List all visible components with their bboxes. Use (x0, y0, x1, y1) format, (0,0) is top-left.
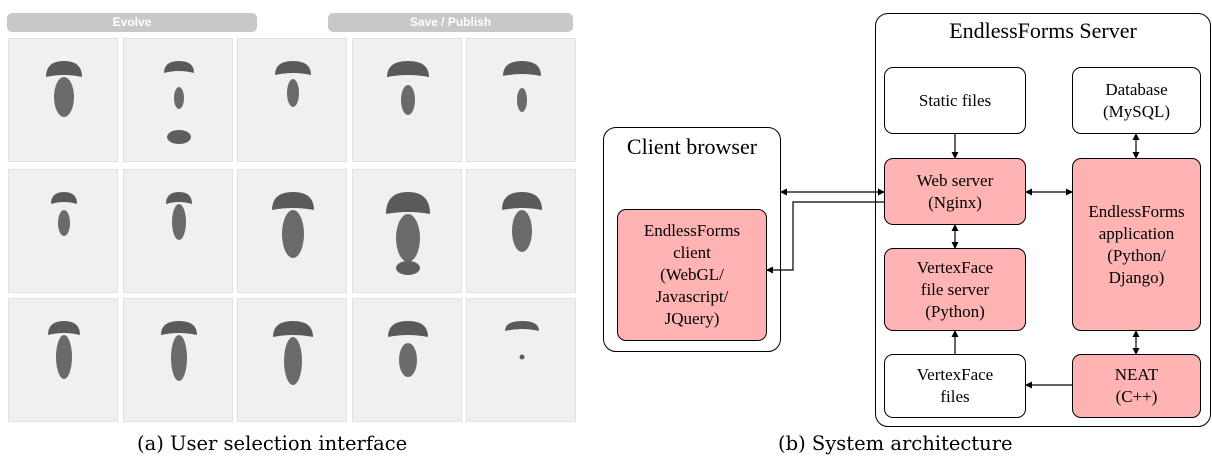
mushroom-render (387, 61, 429, 115)
candidate-cell[interactable] (466, 38, 576, 162)
mushroom-stem (399, 343, 417, 377)
candidate-cell[interactable] (237, 298, 347, 422)
mushroom-stem (174, 87, 184, 109)
candidate-cell[interactable] (352, 38, 462, 162)
candidate-cell[interactable] (123, 38, 233, 162)
candidate-cell[interactable] (352, 169, 462, 293)
endlessforms-application-box: EndlessForms application (Python/ Django… (1072, 158, 1201, 331)
mushroom-render (275, 61, 311, 107)
mushroom-render (388, 321, 428, 377)
mushroom-stem (54, 77, 74, 117)
mushroom-cap (161, 321, 197, 335)
arrow-webserver-client (766, 201, 884, 274)
static-files-box: Static files (884, 67, 1026, 134)
candidate-cell[interactable] (237, 38, 347, 162)
database-box: Database (MySQL) (1072, 67, 1201, 134)
mushroom-cap (272, 192, 314, 210)
mushroom-cap (388, 321, 428, 337)
candidate-cell[interactable] (8, 298, 118, 422)
mushroom-fragment (519, 354, 525, 360)
mushroom-fragment (396, 261, 420, 275)
mushroom-stem (512, 210, 532, 252)
mushroom-stem (284, 337, 302, 385)
candidate-cell[interactable] (123, 298, 233, 422)
neat-box: NEAT (C++) (1072, 354, 1201, 418)
mushroom-cap (505, 321, 539, 331)
mushroom-render (272, 192, 314, 258)
candidate-cell[interactable] (123, 169, 233, 293)
candidate-cell[interactable] (8, 38, 118, 162)
mushroom-cap (386, 192, 430, 214)
mushroom-stem (172, 204, 186, 240)
caption-b: (b) System architecture (778, 432, 1013, 455)
mushroom-cap (502, 192, 542, 210)
save-publish-button[interactable]: Save / Publish (328, 13, 573, 32)
endlessforms-client-box: EndlessForms client (WebGL/ Javascript/ … (617, 209, 767, 341)
mushroom-stem (287, 79, 299, 107)
candidate-cell[interactable] (8, 169, 118, 293)
caption-a: (a) User selection interface (137, 432, 408, 455)
mushroom-stem (517, 88, 527, 112)
candidate-cell[interactable] (466, 169, 576, 293)
mushroom-render (51, 192, 77, 236)
vertexface-files-box: VertexFace files (884, 354, 1026, 418)
mushroom-stem (282, 210, 304, 258)
mushroom-render (502, 192, 542, 252)
candidate-cell[interactable] (352, 298, 462, 422)
mushroom-render (273, 321, 313, 385)
mushroom-cap (164, 61, 194, 73)
mushroom-cap (51, 192, 77, 204)
mushroom-stem (58, 210, 70, 236)
mushroom-render (164, 61, 194, 144)
mushroom-render (386, 192, 430, 275)
mushroom-cap (273, 321, 313, 337)
mushroom-render (505, 321, 539, 360)
mushroom-stem (401, 85, 415, 115)
vertexface-file-server-box: VertexFace file server (Python) (884, 248, 1026, 331)
mushroom-cap (48, 321, 80, 335)
mushroom-render (166, 192, 192, 240)
server-title: EndlessForms Server (949, 18, 1137, 43)
mushroom-cap (46, 61, 82, 77)
mushroom-stem (171, 335, 187, 381)
mushroom-cap (275, 61, 311, 75)
candidate-cell[interactable] (237, 169, 347, 293)
mushroom-cap (387, 61, 429, 77)
mushroom-render (48, 321, 80, 379)
client-title: Client browser (626, 134, 758, 159)
mushroom-stem (56, 335, 72, 379)
mushroom-cap (166, 192, 192, 204)
mushroom-render (46, 61, 82, 117)
mushroom-render (161, 321, 197, 381)
mushroom-cap (503, 61, 541, 76)
web-server-box: Web server (Nginx) (884, 158, 1026, 225)
mushroom-render (503, 61, 541, 112)
mushroom-fragment (167, 130, 191, 144)
candidate-cell[interactable] (466, 298, 576, 422)
evolve-button[interactable]: Evolve (7, 13, 257, 32)
mushroom-stem (396, 214, 420, 262)
